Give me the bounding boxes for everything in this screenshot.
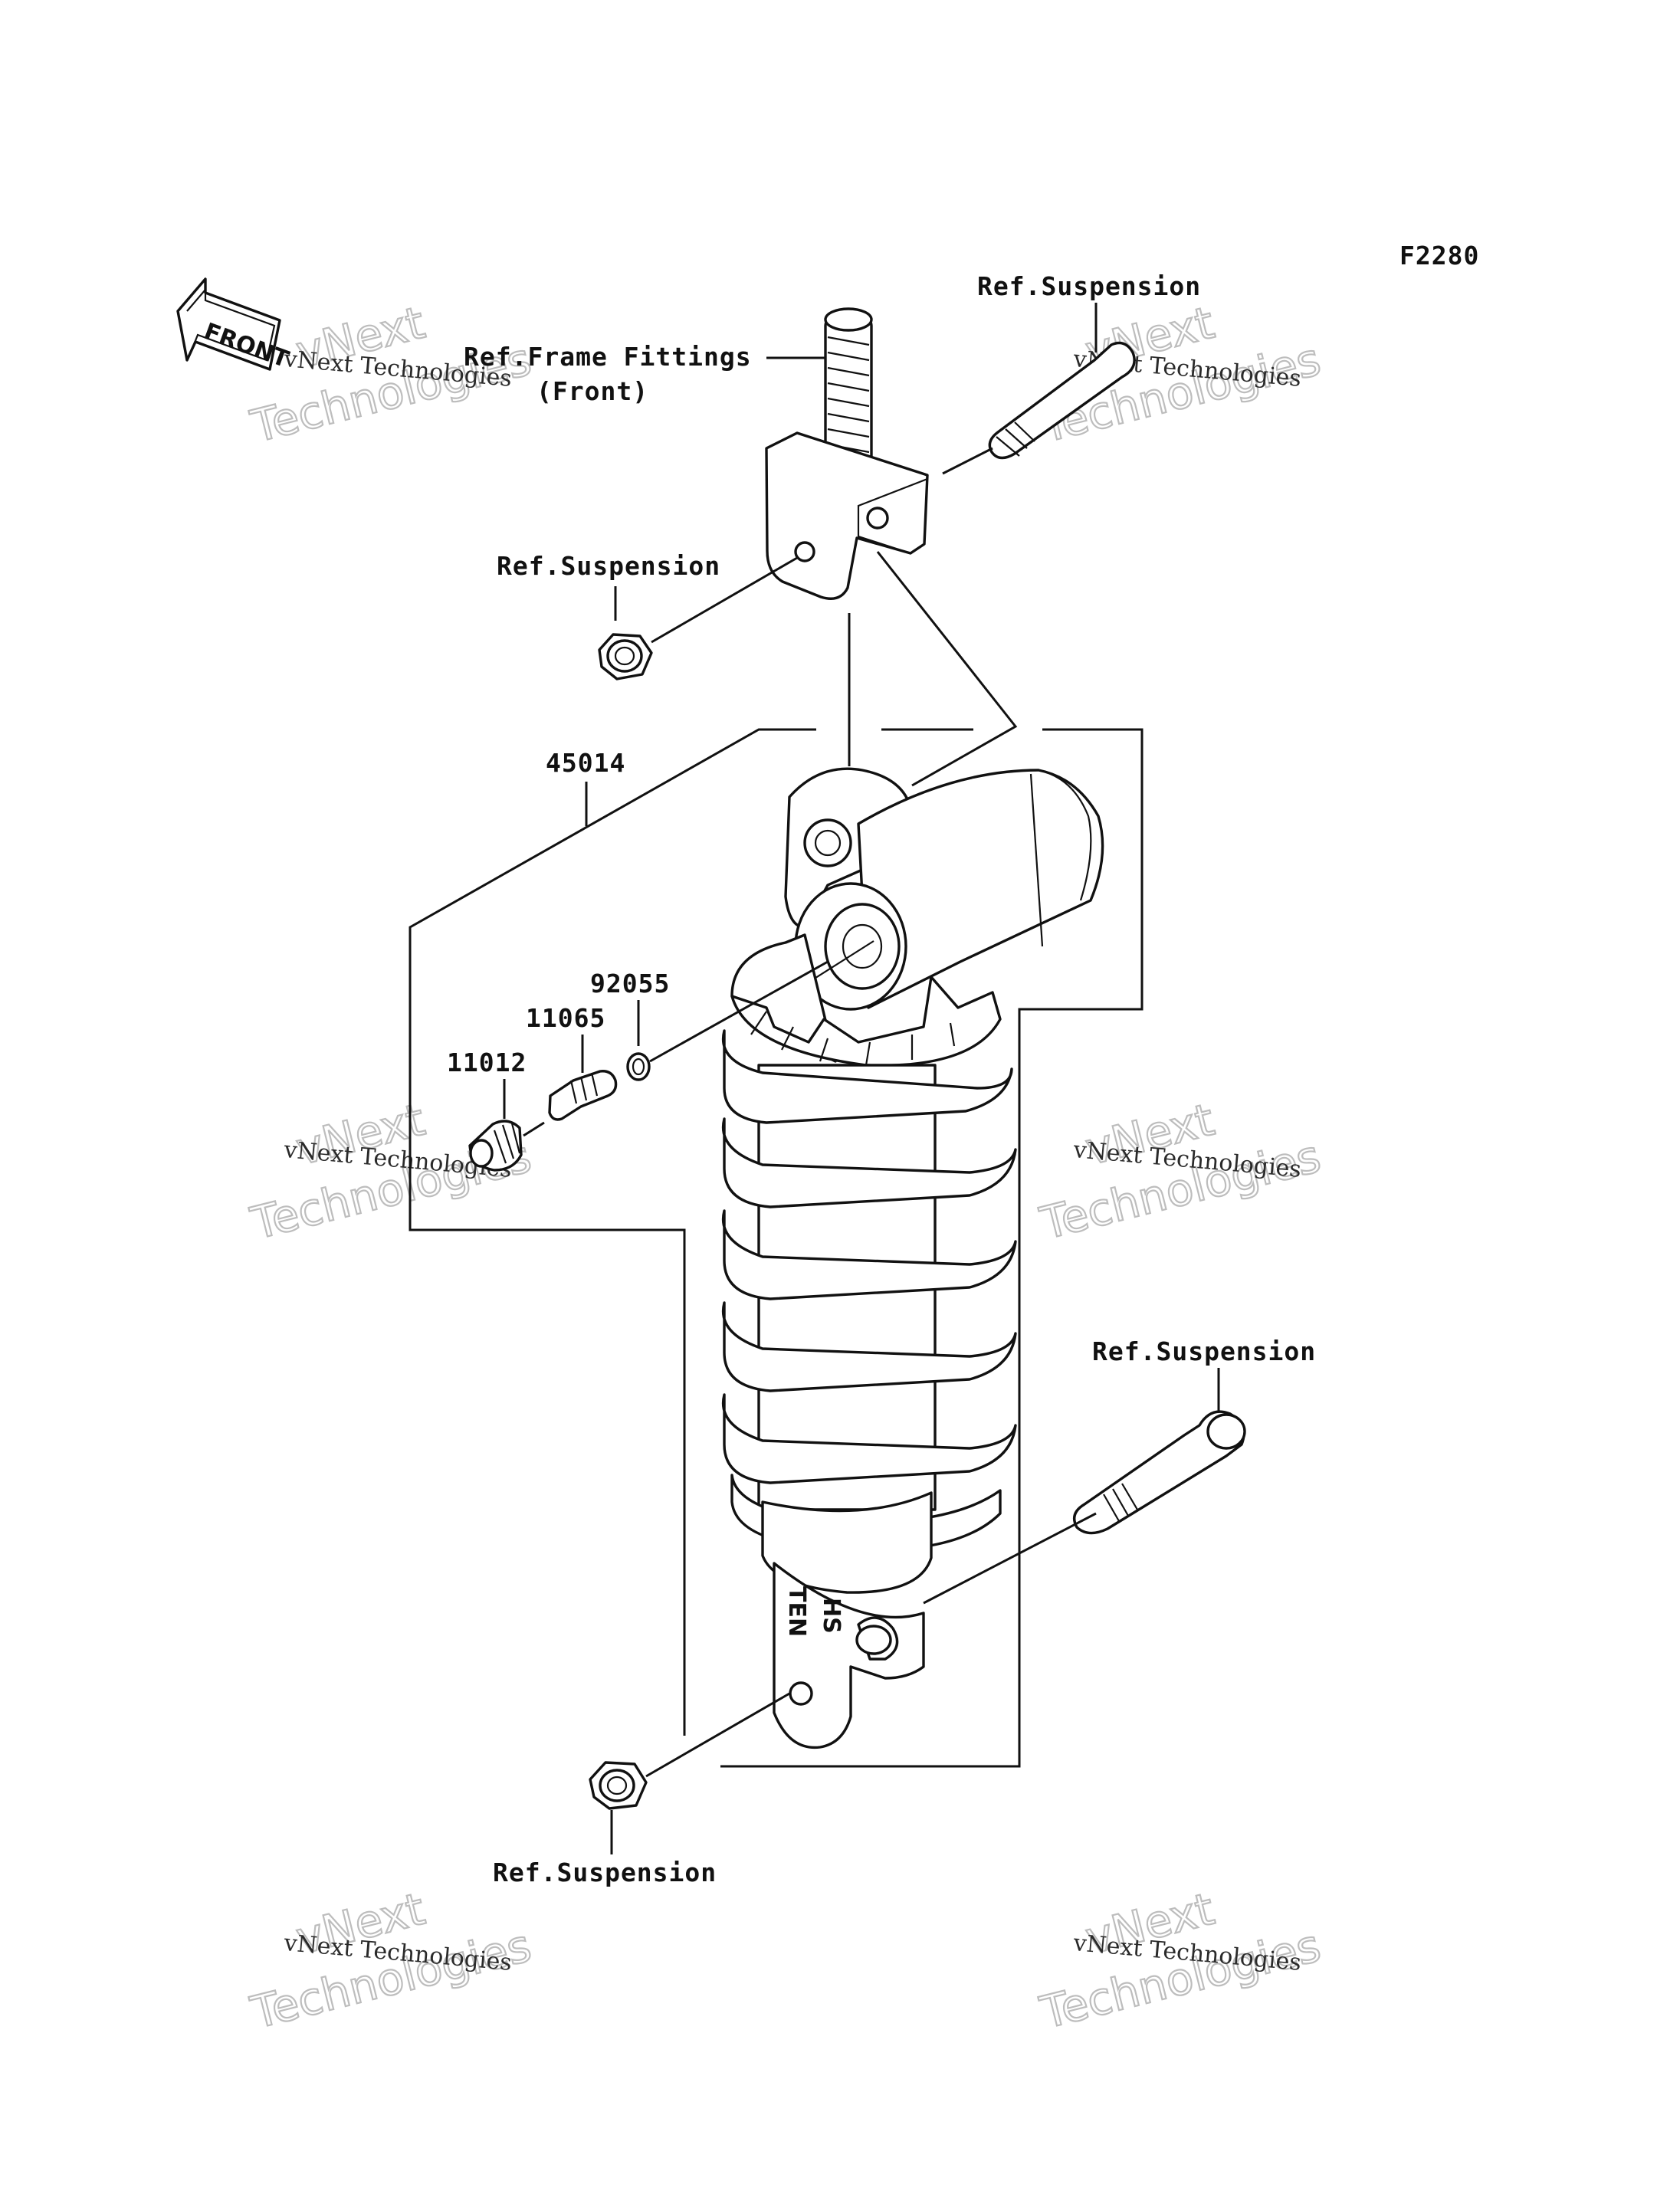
frame-bolt-top: [942, 341, 1136, 475]
part-number-45014: 45014: [546, 748, 625, 778]
shock-marking-text: TEN: [783, 1586, 810, 1637]
lower-bolt: [923, 1410, 1246, 1605]
part-number-92055: 92055: [590, 969, 670, 998]
leader-line: [876, 551, 1018, 787]
ref-suspension-lower-nut-label: Ref.Suspension: [493, 1858, 717, 1887]
ref-frame-fittings-sublabel: (Front): [536, 376, 648, 406]
lower-nut: [589, 1692, 790, 1854]
frame-fitting-bracket: [765, 307, 929, 600]
o-ring-part: [626, 960, 829, 1081]
valve-part: [548, 1070, 618, 1121]
valve-cap-part: [468, 1120, 545, 1172]
ref-suspension-lower-bolt-label: Ref.Suspension: [1092, 1336, 1316, 1366]
figure-code: F2280: [1399, 241, 1479, 271]
rear-shock-absorber: TEN HS: [722, 767, 1104, 1749]
assembly-boundary: [720, 728, 1144, 1768]
ref-frame-fittings-label: Ref.Frame Fittings: [464, 342, 752, 372]
part-number-11012: 11012: [447, 1048, 527, 1077]
shock-marking-text: HS: [818, 1598, 845, 1634]
part-number-11065: 11065: [526, 1003, 605, 1033]
ref-suspension-nut-label: Ref.Suspension: [497, 551, 720, 581]
ref-suspension-top-label: Ref.Suspension: [977, 271, 1201, 301]
assembly-boundary: [409, 728, 816, 1736]
upper-nut: [598, 556, 798, 680]
front-arrow-icon: FRONT: [176, 277, 293, 373]
